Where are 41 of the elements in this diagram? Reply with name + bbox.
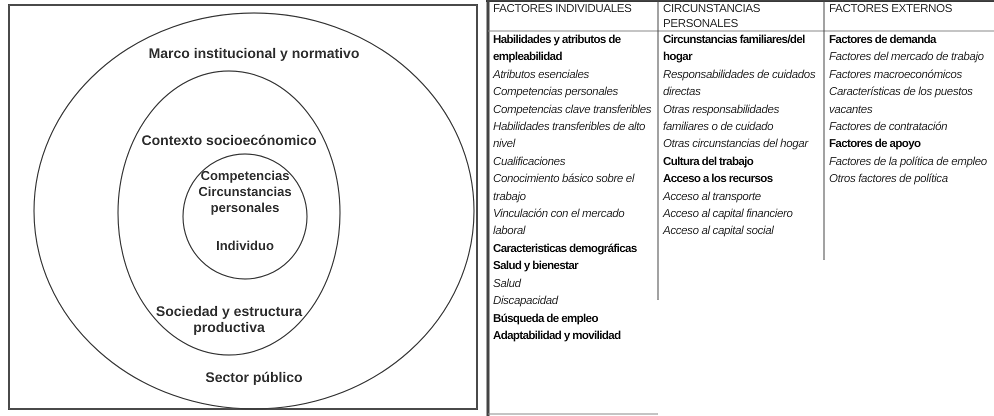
table-entry: Acceso al capital financiero <box>663 207 794 222</box>
category-heading: Factores de apoyo <box>829 137 922 152</box>
column-header: CIRCUNSTANCIAS PERSONALES <box>663 2 762 32</box>
category-heading: Caracteristicas demográficas <box>493 242 638 257</box>
ring-label: Marco institucional y normativo <box>148 45 360 61</box>
category-heading: Adaptabilidad y movilidad <box>493 328 622 344</box>
category-heading: Circunstancias familiares/del hogar <box>663 33 806 66</box>
ring-label: Competencias <box>200 168 290 184</box>
ring-label: Circunstancias personales <box>197 184 293 216</box>
table-entry: Factores de contratación <box>829 120 948 136</box>
table-entry: Competencias clave transferibles <box>493 102 652 118</box>
category-heading: Habilidades y atributos de empleabilidad <box>493 33 622 66</box>
table-entry: Habilidades transferibles de alto nivel <box>493 120 646 152</box>
category-heading: Factores de demanda <box>829 33 938 48</box>
category-heading: Salud y bienestar <box>493 259 580 274</box>
table-entry: Salud <box>493 276 522 292</box>
table-entry: Responsabilidades de cuidados directas <box>663 68 816 100</box>
table-entry: Cualificaciones <box>493 154 566 170</box>
table-entry: Acceso al capital social <box>663 224 775 240</box>
table-entry: Otras responsabilidades familiares o de cuidado <box>663 102 780 136</box>
ring-label: Sector público <box>204 369 304 385</box>
table-entry: Discapacidad <box>493 294 560 310</box>
table-entry: Otros factores de política <box>829 172 949 188</box>
ring-label: Individuo <box>215 238 275 254</box>
column-header: FACTORES INDIVIDUALES <box>493 2 633 17</box>
table-entry: Vinculación con el mercado laboral <box>493 207 626 240</box>
ring-label: Contexto socioecónomico <box>140 132 318 148</box>
table-entry: Conocimiento básico sobre el trabajo <box>493 172 636 205</box>
ring-label: Sociedad y estructura productiva <box>154 303 304 335</box>
table-entry: Factores macroeconómicos <box>829 68 963 83</box>
category-heading: Cultura del trabajo <box>663 154 754 170</box>
category-heading: Acceso a los recursos <box>663 172 774 188</box>
table-entry: Factores de la política de empleo <box>829 154 988 170</box>
table-entry: Otras circunstancias del hogar <box>663 137 810 152</box>
table-entry: Atributos esenciales <box>493 68 590 83</box>
category-heading: Búsqueda de empleo <box>493 312 599 326</box>
table-entry: Competencias personales <box>493 85 619 100</box>
column-header: FACTORES EXTERNOS <box>829 2 954 17</box>
table-entry: Factores del mercado de trabajo <box>829 50 985 66</box>
table-entry: Acceso al transporte <box>663 190 762 205</box>
table-entry: Características de los puestos vacantes <box>829 85 974 118</box>
